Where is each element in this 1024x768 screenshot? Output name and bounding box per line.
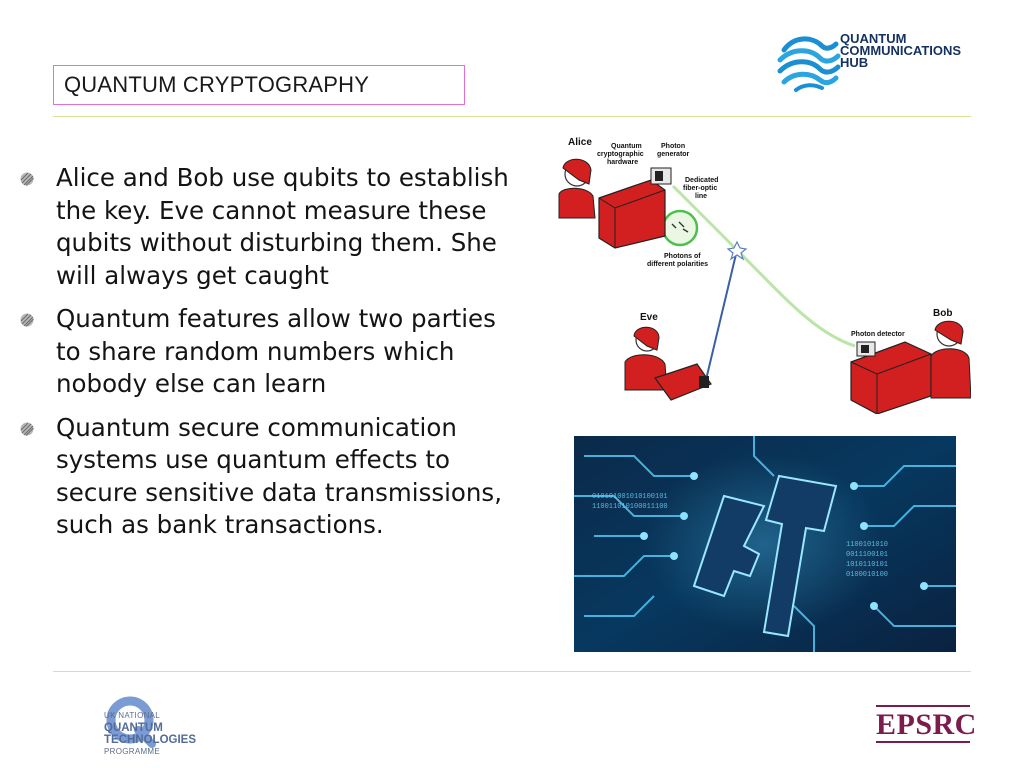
label-hardware-2: cryptographic — [597, 151, 644, 158]
bullet-item: Quantum features allow two parties to sh… — [20, 303, 520, 401]
svg-text:0100010100: 0100010100 — [846, 571, 888, 579]
label-generator-2: generator — [657, 151, 690, 158]
label-fiber-1: Dedicated — [685, 177, 718, 184]
label-eve: Eve — [640, 312, 658, 323]
bullet-icon — [20, 313, 34, 327]
label-hardware-3: hardware — [607, 159, 638, 166]
bullet-text: Quantum features allow two parties to sh… — [56, 304, 496, 398]
bullet-item: Alice and Bob use qubits to establish th… — [20, 162, 520, 292]
epsrc-logo: EPSRC — [876, 708, 977, 741]
label-fiber-2: fiber-optic — [683, 185, 717, 192]
label-hardware-1: Quantum — [611, 143, 642, 150]
tap-star-icon — [726, 240, 748, 261]
bullet-icon — [20, 172, 34, 186]
bottom-divider — [53, 671, 971, 672]
label-alice: Alice — [568, 137, 592, 148]
photon-circle-icon — [661, 209, 699, 247]
label-bob: Bob — [933, 308, 952, 319]
bullet-item: Quantum secure communication systems use… — [20, 412, 520, 542]
top-divider — [53, 116, 971, 117]
svg-text:0011100101: 0011100101 — [846, 551, 888, 559]
svg-text:110011010100011100: 110011010100011100 — [592, 503, 668, 511]
epsrc-logo-frame — [876, 705, 970, 743]
svg-text:1010110101: 1010110101 — [846, 561, 888, 569]
label-photons-1: Photons of — [664, 253, 701, 260]
label-detector: Photon detector — [851, 331, 905, 338]
svg-text:1100101010: 1100101010 — [846, 541, 888, 549]
label-generator-1: Photon — [661, 143, 685, 150]
bullet-list: Alice and Bob use qubits to establish th… — [20, 162, 520, 553]
eve-figure-icon — [624, 326, 712, 401]
nqt-programme-logo-icon — [106, 696, 156, 748]
circuit-key-image: 010101001010100101 110011010100011100 11… — [574, 436, 956, 652]
bullet-icon — [20, 422, 34, 436]
quantum-hub-logo-icon — [777, 36, 841, 92]
svg-text:010101001010100101: 010101001010100101 — [592, 493, 668, 501]
label-fiber-3: line — [695, 193, 707, 200]
bullet-text: Quantum secure communication systems use… — [56, 412, 502, 540]
quantum-hub-logo-text: QUANTUM COMMUNICATIONS HUB — [840, 31, 962, 70]
nqt-programme-logo-text: UK NATIONAL QUANTUM TECHNOLOGIES PROGRAM… — [104, 711, 197, 756]
label-photons-2: different polarities — [647, 261, 708, 268]
bob-figure-icon — [850, 320, 971, 414]
alice-figure-icon — [558, 158, 672, 249]
eve-tap-line — [704, 249, 738, 385]
slide-title: QUANTUM CRYPTOGRAPHY — [53, 65, 465, 105]
bullet-text: Alice and Bob use qubits to establish th… — [56, 163, 509, 290]
qkd-diagram: Alice Quantum cryptographic hardware Pho… — [555, 128, 971, 414]
